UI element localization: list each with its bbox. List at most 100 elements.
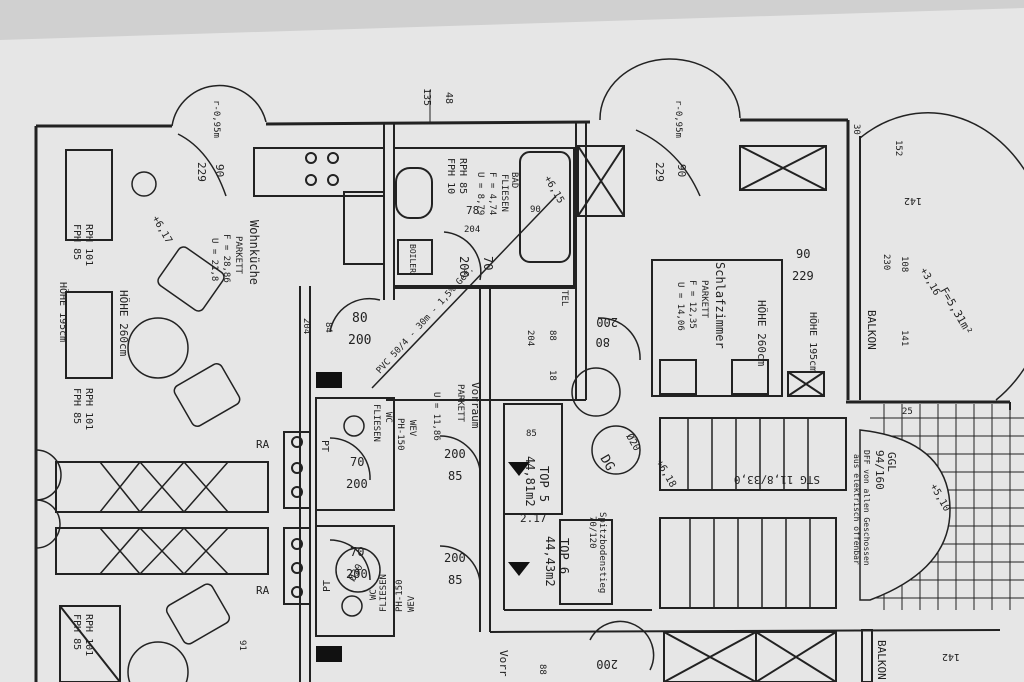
label-ph150-2: PH-150 — [395, 579, 405, 612]
label-d-r095-1: r-0,95m — [211, 100, 221, 138]
stair-treads — [687, 418, 811, 608]
label-d-85-200-a2: 200 — [444, 447, 466, 461]
label-hoehe-schlaf2: HÖHE 195cm — [807, 312, 820, 372]
label-d-200-b: 200 — [596, 657, 618, 671]
label-fph-2: FPH 85 — [71, 388, 82, 424]
label-ph150: PH-150 — [395, 418, 405, 451]
label-d-78: 78 — [466, 204, 479, 217]
label-rph-1: RPH 101 — [83, 224, 94, 266]
label-d-90-229-c2: 229 — [792, 269, 814, 283]
stove-burners — [291, 152, 339, 598]
label-d-84: 84 — [323, 322, 333, 333]
label-top6: TOP 6 — [557, 538, 571, 574]
label-d-70-a: 70 — [481, 256, 495, 270]
label-ggl-size: 94/160 — [873, 450, 886, 490]
label-wev2: WEV — [407, 595, 417, 612]
label-d-30: 30 — [851, 124, 861, 135]
label-d-70-200-a1: 70 — [350, 455, 364, 469]
label-wc2-floor: FLIESEN — [379, 574, 389, 612]
label-top6-area: 44,43m2 — [543, 536, 557, 587]
label-d-90-229-b2: 229 — [653, 162, 666, 182]
label-bad: BAD — [509, 172, 519, 188]
label-d-r095-2: r-0,95m — [673, 100, 683, 138]
walls — [34, 118, 1011, 682]
label-vorraum-floor: PARKETT — [455, 384, 465, 423]
label-wc2: WC — [369, 589, 379, 600]
label-wohnkueche-floor: PARKETT — [233, 236, 243, 275]
label-d-85-200-b1: 85 — [448, 573, 462, 587]
label-fph-1: FPH 85 — [71, 224, 82, 260]
door-swings — [35, 58, 1024, 671]
label-d-80-200-b2: 200 — [596, 315, 618, 329]
label-pt2: PT — [322, 580, 333, 592]
label-d-18: 18 — [547, 370, 557, 381]
label-schlaf-floor: PARKETT — [699, 280, 709, 319]
label-d-135: 135 — [421, 88, 432, 106]
wardrobe-crosses — [99, 461, 229, 575]
label-vorraum: Vorraum — [469, 382, 482, 429]
label-bad-u: U = 8,79 — [475, 172, 485, 215]
label-dg: DG — [597, 453, 618, 474]
label-wc: WC — [383, 412, 393, 423]
label-fph-3: FPH 85 — [71, 614, 82, 650]
label-rph-2: RPH 101 — [83, 388, 94, 430]
label-d-204-b: 204 — [301, 318, 311, 334]
label-vorraum2: Vorr — [497, 650, 510, 677]
label-wohnkueche-f: F = 28,86 — [221, 234, 231, 283]
label-wohnkueche: Wohnküche — [247, 220, 261, 285]
label-d-90-229-c1: 90 — [796, 247, 810, 261]
label-bad-floor: FLIESEN — [499, 174, 509, 212]
label-ggl: GGL — [885, 452, 898, 472]
label-hoehe-schlaf: HÖHE 260cm — [755, 300, 768, 367]
label-schlaf-f: F = 12,35 — [687, 280, 697, 329]
label-d-90-229-a2: 229 — [195, 162, 208, 182]
label-d-70-200-a2: 200 — [346, 477, 368, 491]
label-pt1: PT — [319, 440, 330, 452]
label-spitzboden: Spitzbodenstieg — [597, 512, 607, 593]
label-d-141: 141 — [899, 330, 909, 346]
label-d-80-200-a2: 200 — [348, 333, 371, 348]
label-d-88: 88 — [547, 330, 557, 341]
label-boiler: BOILER — [408, 244, 417, 273]
label-wc-floor: FLIESEN — [371, 404, 381, 442]
label-d-152: 152 — [893, 140, 903, 156]
label-d-70-200-b2: 200 — [346, 567, 368, 581]
label-d-108: 108 — [899, 256, 909, 272]
label-balkon: BALKON — [865, 310, 878, 350]
label-d-200-a: 200 — [457, 256, 471, 278]
label-d-142: 142 — [904, 195, 922, 206]
label-top5: TOP 5 — [537, 466, 551, 502]
skylight-area — [859, 429, 951, 601]
label-d-85: 85 — [526, 429, 537, 439]
label-d-230: 230 — [881, 254, 891, 270]
label-stg: STG 11,8/33,0 — [734, 473, 820, 486]
furniture — [127, 171, 641, 682]
label-d-25: 25 — [902, 407, 913, 417]
label-dff2: aus elektrisch öffenbar — [852, 454, 861, 565]
label-schlaf-u: U = 14,06 — [675, 282, 685, 331]
label-d-90-b: 90 — [530, 205, 541, 215]
label-wohnkueche-u: U = 21,8 — [209, 238, 219, 281]
label-d-48: 48 — [443, 92, 454, 104]
label-tel: TEL — [559, 290, 569, 306]
label-dff1: DFF von allen Geschossen — [862, 450, 871, 566]
label-top5-area: 44,81m2 — [523, 456, 537, 507]
label-top5-h: 2.17 — [520, 512, 547, 525]
label-fph-bad: FPH 10 — [445, 158, 456, 194]
label-bad-f: F = 4,74 — [487, 172, 497, 215]
label-schlafzimmer: Schlafzimmer — [713, 262, 727, 349]
label-d-90-229-a1: 90 — [213, 164, 226, 177]
label-d-85-200-b2: 200 — [444, 551, 466, 565]
label-balkon2: BALKON — [875, 640, 888, 680]
markers — [316, 372, 530, 662]
label-d-70-200-b1: 70 — [350, 545, 364, 559]
label-d-91: 91 — [237, 640, 247, 651]
label-ra1: RA — [256, 438, 270, 451]
label-hoehe-wohn: HÖHE 260cm — [117, 290, 130, 357]
label-hoehe-wohn2: HÖHE 195cm — [57, 282, 70, 342]
label-spitz-size: 70/120 — [587, 516, 597, 549]
label-rph-bad: RPH 85 — [457, 158, 468, 194]
label-d-204-a: 204 — [464, 225, 480, 235]
